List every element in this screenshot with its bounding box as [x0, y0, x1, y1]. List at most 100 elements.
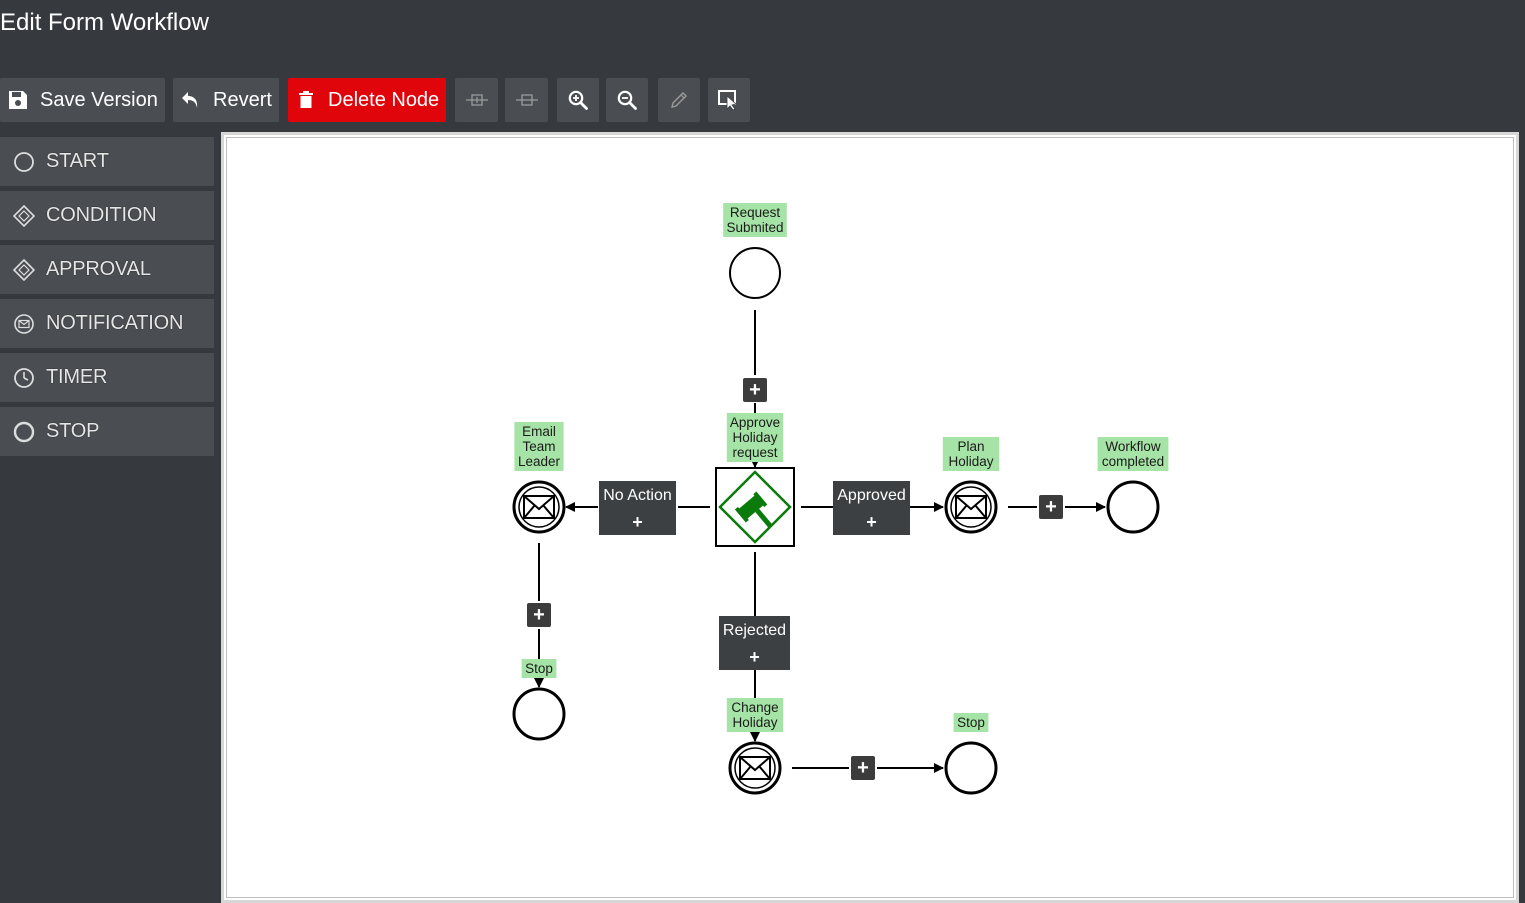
node-label-line: request: [732, 445, 777, 460]
add-button-bg: [743, 378, 767, 402]
node-label-line: Holiday: [948, 454, 993, 469]
node-label-line: Plan: [957, 439, 984, 454]
trash-icon: [298, 91, 328, 109]
stop-node-workflow-completed[interactable]: [1106, 480, 1160, 534]
notification-node-plan-holiday[interactable]: [944, 480, 998, 534]
zoom-in-button[interactable]: [557, 78, 599, 122]
circle-icon: [0, 421, 46, 443]
envelope-flap: [523, 495, 555, 519]
palette-item-approval[interactable]: APPROVAL: [0, 245, 214, 294]
node-label-bg: [953, 713, 989, 732]
add-icon: +: [533, 604, 545, 626]
collapse-horizontal-button[interactable]: [505, 78, 548, 122]
zoom-out-icon: [617, 90, 637, 110]
diamond-icon: [0, 258, 46, 281]
add-icon: +: [632, 512, 643, 532]
add-icon: +: [749, 379, 761, 401]
edge-label-rejected[interactable]: Rejected+: [719, 616, 790, 670]
node-label-line: Email: [522, 424, 556, 439]
delete-node-button[interactable]: Delete Node: [288, 78, 446, 122]
notification-node-email-team-leader[interactable]: [512, 480, 566, 534]
gavel-end: [753, 491, 768, 508]
palette-item-label: START: [46, 150, 109, 172]
edge-label-bg: [833, 481, 910, 535]
node-label-line: Submited: [726, 220, 783, 235]
node-label-line: Stop: [957, 715, 985, 730]
zoom-in-icon: [568, 90, 588, 110]
diamond-icon: [0, 204, 46, 227]
edge-label-bg: [599, 481, 676, 535]
palette-item-start[interactable]: START: [0, 137, 214, 186]
stop-node-bottom[interactable]: [944, 741, 998, 795]
revert-button[interactable]: Revert: [173, 78, 279, 122]
node-label-line: Leader: [518, 454, 561, 469]
node-label-line: Holiday: [732, 430, 777, 445]
node-label-bg: [1097, 437, 1169, 471]
add-button-bg: [851, 756, 875, 780]
node-label-line: Team: [522, 439, 555, 454]
delete-node-label: Delete Node: [328, 88, 440, 111]
palette-item-label: TIMER: [46, 366, 108, 388]
gavel-end: [734, 506, 749, 523]
workflow-diagram: ++++No Action+Approved+Rejected+RequestS…: [512, 203, 1169, 795]
label-stop-left: Stop: [521, 659, 557, 678]
expand-horizontal-icon: [465, 94, 488, 106]
notification-inner-ring: [518, 486, 560, 528]
page-title: Edit Form Workflow: [0, 9, 209, 36]
undo-icon: [181, 90, 213, 110]
save-version-button[interactable]: Save Version: [0, 78, 165, 122]
palette-item-label: NOTIFICATION: [46, 312, 184, 334]
save-icon: [8, 90, 40, 110]
collapse-horizontal-icon: [515, 94, 538, 106]
expand-horizontal-button[interactable]: [455, 78, 498, 122]
circle-icon: [0, 151, 46, 173]
node-label-line: completed: [1102, 454, 1164, 469]
node-label-line: Approve: [730, 415, 780, 430]
add-node-button[interactable]: +: [1039, 495, 1063, 519]
add-node-button[interactable]: +: [743, 378, 767, 402]
edge-label-text: Rejected: [723, 622, 786, 639]
envelope-flap: [739, 756, 771, 780]
select-mode-button[interactable]: [708, 78, 750, 122]
notification-node-change-holiday[interactable]: [728, 741, 782, 795]
gavel-handle: [755, 508, 772, 528]
palette-item-notification[interactable]: NOTIFICATION: [0, 299, 214, 348]
add-icon: +: [1045, 496, 1057, 518]
node-label-line: Stop: [525, 661, 553, 676]
envelope-flap: [955, 495, 987, 519]
start-node-request-submitted[interactable]: [729, 247, 781, 299]
node-label-bg: [521, 659, 557, 678]
revert-label: Revert: [213, 88, 272, 111]
node-label-line: Workflow: [1105, 439, 1161, 454]
edge-label-approved[interactable]: Approved+: [833, 481, 910, 535]
notification-inner-ring: [950, 486, 992, 528]
edge-label-no-action[interactable]: No Action +: [599, 481, 676, 535]
pencil-icon: [669, 90, 689, 110]
approval-node-approve-holiday[interactable]: [715, 467, 795, 547]
palette-item-label: CONDITION: [46, 204, 157, 226]
stop-node-left[interactable]: [512, 687, 566, 741]
zoom-out-button[interactable]: [606, 78, 648, 122]
palette-item-stop[interactable]: STOP: [0, 407, 214, 456]
edge-label-bg: [719, 616, 790, 670]
add-node-button[interactable]: +: [527, 603, 551, 627]
node-label-line: Change: [731, 700, 778, 715]
notification-inner-ring: [734, 747, 776, 789]
palette-item-timer[interactable]: TIMER: [0, 353, 214, 402]
edge-label-text: No Action: [603, 487, 671, 504]
edit-button[interactable]: [658, 78, 700, 122]
add-node-button[interactable]: +: [851, 756, 875, 780]
node-label-bg: [942, 437, 1000, 471]
gavel-icon: [734, 491, 772, 528]
palette-item-label: STOP: [46, 420, 100, 442]
edge-label-text: Approved: [837, 487, 906, 504]
node-label-line: Request: [730, 205, 781, 220]
palette-item-condition[interactable]: CONDITION: [0, 191, 214, 240]
